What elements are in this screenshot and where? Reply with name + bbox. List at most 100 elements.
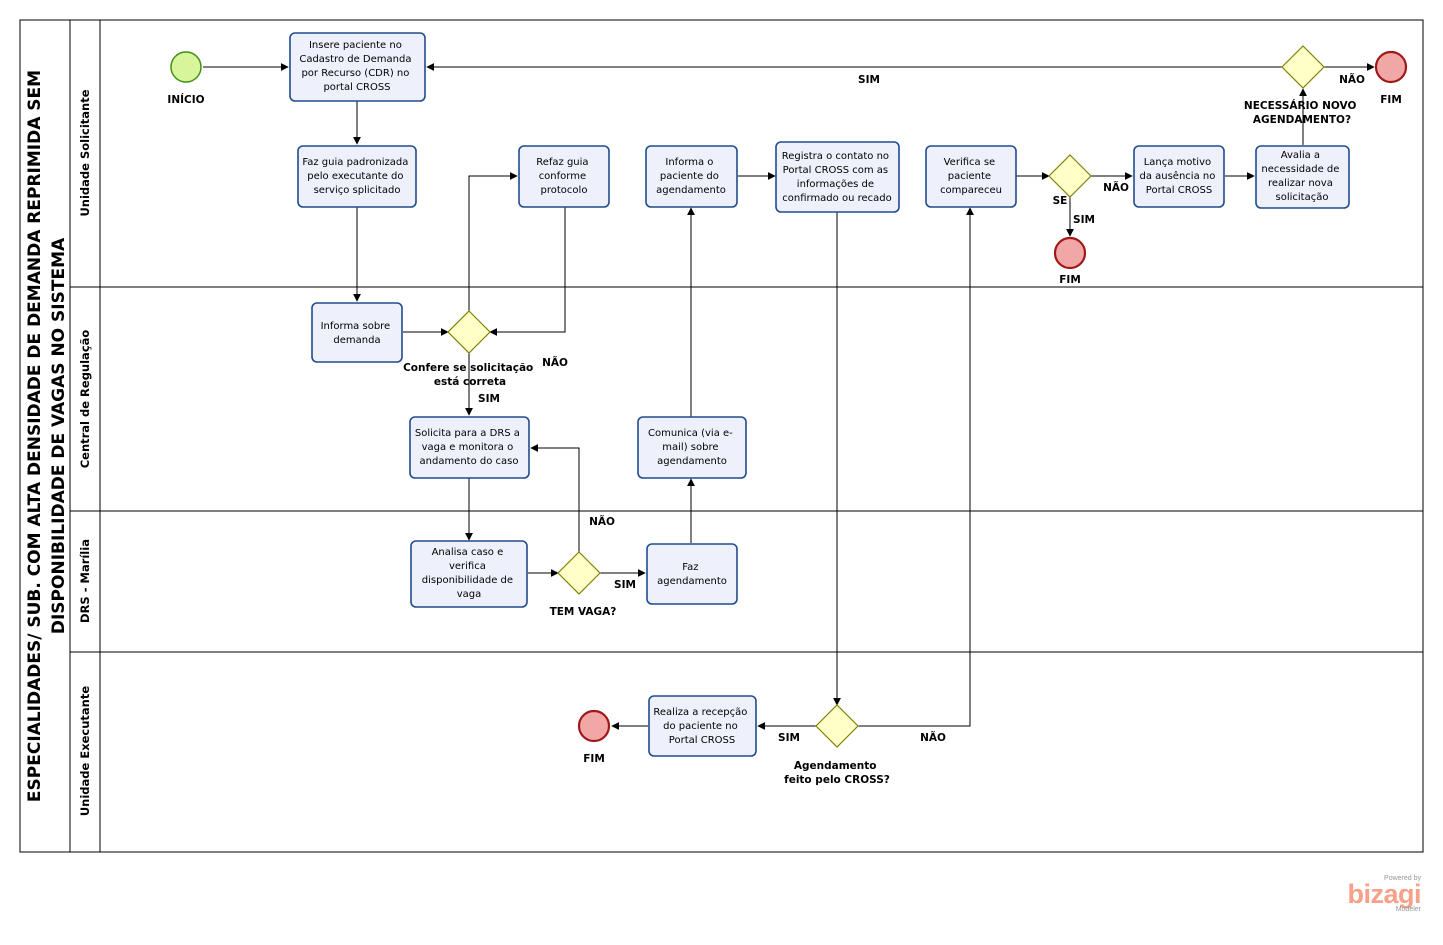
task-text-line: Realiza a recepção <box>653 707 747 718</box>
gateway-novo-agendamento-label: NECESSÁRIO NOVO AGENDAMENTO? <box>1244 99 1360 126</box>
task-text-line: Portal CROSS <box>669 735 735 746</box>
task-faz-guia: Faz guia padronizada pelo executante do … <box>297 145 417 208</box>
flow-label-nao-se: NÃO <box>1103 181 1129 194</box>
task-text-line: Portal CROSS com as <box>783 165 888 176</box>
gateway-confere-label: Confere se solicitação está correta <box>403 362 537 388</box>
bizagi-logo: bizagi <box>1347 879 1421 909</box>
task-text-line: protocolo <box>541 185 588 196</box>
lane-title-drs-marilia: DRS - Marília <box>78 539 92 623</box>
task-text-line: mail) sobre <box>662 442 718 453</box>
task-text-line: Comunica (via e- <box>648 428 733 439</box>
task-refaz-guia: Refaz guia conforme protocolo <box>518 145 610 208</box>
task-avalia-necessidade: Avalia a necessidade de realizar nova so… <box>1255 145 1350 209</box>
task-faz-agendamento: Faz agendamento <box>646 543 738 605</box>
start-event-label: INÍCIO <box>167 93 204 106</box>
task-text-line: Avalia a <box>1281 150 1320 161</box>
svg-text:Insere paciente no Cadas: Insere paciente no Cadastro de Demanda p… <box>299 40 414 93</box>
task-lanca-motivo: Lança motivo da ausência no Portal CROSS <box>1133 145 1225 208</box>
task-text-line: realizar nova <box>1268 178 1333 189</box>
task-text-line: paciente <box>948 171 991 182</box>
task-registra-contato: Registra o contato no Portal CROSS com a… <box>775 141 900 213</box>
sequence-flows <box>203 63 1375 730</box>
task-insere-paciente: Insere paciente no Cadastro de Demanda p… <box>289 32 426 102</box>
gateway-feito-cross-label-line: feito pelo CROSS? <box>784 774 890 786</box>
task-text-line: informações de <box>797 179 874 190</box>
task-text-line: demanda <box>333 335 380 346</box>
task-text-line: Refaz guia <box>536 157 588 168</box>
task-text-line: Faz guia padronizada <box>302 157 408 168</box>
task-text-line: andamento do caso <box>420 456 519 467</box>
flow-label-nao-confere: NÃO <box>542 356 568 369</box>
task-text-line: pelo executante do <box>307 171 403 182</box>
task-text-line: paciente do <box>660 171 719 182</box>
task-text-line: da ausência no <box>1139 170 1215 182</box>
flow-label-nao-top: NÃO <box>1339 73 1365 86</box>
task-text-line: solicitação <box>1276 192 1329 203</box>
task-text-line: do paciente no <box>663 721 738 732</box>
task-text-line: Verifica se <box>944 157 996 168</box>
end-event-top-right-label: FIM <box>1380 94 1402 106</box>
gateway-se-compareceu <box>1048 154 1092 198</box>
pool-title-line1: ESPECIALIDADES/ SUB. COM ALTA DENSIDADE … <box>25 70 45 802</box>
task-text-line: vaga <box>457 589 482 600</box>
lane-title-central-regulacao: Central de Regulação <box>78 330 92 469</box>
task-text-line: conforme <box>539 171 586 182</box>
svg-text:Verifica se paciente: Verifica se paciente compareceu <box>940 157 1002 196</box>
gateway-confere <box>447 310 491 354</box>
task-text-line: disponibilidade de <box>422 575 513 586</box>
task-text-line: Informa sobre <box>321 321 391 332</box>
flow-label-sim-vaga: SIM <box>614 579 636 591</box>
task-text-line: Solicita para a DRS a <box>415 428 520 439</box>
flow-label-sim-confere: SIM <box>478 393 500 405</box>
svg-text:Lança motivo da ausência: Lança motivo da ausência no Portal CROSS <box>1139 157 1218 196</box>
svg-text:Realiza a recepção do pa: Realiza a recepção do paciente no Portal… <box>653 707 750 746</box>
end-event-solicitante <box>1053 236 1087 270</box>
task-solicita-drs: Solicita para a DRS a vaga e monitora o … <box>409 416 530 479</box>
svg-text:Comunica (via e- mail): Comunica (via e- mail) sobre agendamento <box>648 428 736 467</box>
svg-text:Informa sobre demanda: Informa sobre demanda <box>321 321 394 346</box>
lane-title-unidade-solicitante: Unidade Solicitante <box>78 89 92 216</box>
end-event-solicitante-label: FIM <box>1059 274 1081 286</box>
end-event-executante <box>577 709 611 743</box>
flow-label-nao-cross: NÃO <box>920 731 946 744</box>
task-text-line: agendamento <box>657 576 727 587</box>
gateway-novo-agendamento <box>1281 45 1325 89</box>
task-text-line: Analisa caso e <box>432 547 504 558</box>
svg-text:Registra o contato no Po: Registra o contato no Portal CROSS com a… <box>782 151 893 204</box>
gateway-se-label: SE <box>1053 195 1068 207</box>
task-informa-paciente: Informa o paciente do agendamento <box>645 145 738 208</box>
task-analisa-caso: Analisa caso e verifica disponibilidade … <box>410 540 528 608</box>
gateway-feito-cross <box>815 704 859 748</box>
task-text-line: portal CROSS <box>323 82 390 93</box>
task-text-line: Insere paciente no <box>309 40 402 51</box>
task-realiza-recepcao: Realiza a recepção do paciente no Portal… <box>648 695 757 757</box>
gateway-novo-agendamento-label-line: AGENDAMENTO? <box>1253 114 1351 126</box>
gateway-confere-label-line: Confere se solicitação <box>403 362 533 374</box>
gateway-feito-cross-label: Agendamento feito pelo CROSS? <box>784 760 890 786</box>
task-text-line: Registra o contato no <box>782 151 889 162</box>
flow-label-sim-cross: SIM <box>778 732 800 744</box>
end-event-executante-label: FIM <box>583 753 605 765</box>
task-text-line: verifica <box>449 561 486 572</box>
svg-text:Solicita para a DRS a va: Solicita para a DRS a vaga e monitora o … <box>415 428 523 467</box>
task-text-line: por Recurso (CDR) no <box>301 68 409 79</box>
svg-text:Analisa caso e verifica: Analisa caso e verifica disponibilidade … <box>422 547 516 600</box>
svg-text:Faz guia padronizada pel: Faz guia padronizada pelo executante do … <box>302 157 411 196</box>
task-text-line: Informa o <box>665 157 713 168</box>
flow-label-sim-top: SIM <box>858 74 880 86</box>
task-text-line: agendamento <box>656 185 726 196</box>
flow-label-nao-vaga: NÃO <box>589 515 615 528</box>
watermark-powered: Powered by <box>1384 875 1421 882</box>
svg-text:Refaz guia conforme: Refaz guia conforme protocolo <box>536 157 592 196</box>
task-verifica-compareceu: Verifica se paciente compareceu <box>925 145 1017 208</box>
bizagi-watermark: Powered by bizagi Modeler <box>1347 875 1421 913</box>
flow-label-sim-se: SIM <box>1073 214 1095 226</box>
task-text-line: Lança motivo <box>1144 157 1211 168</box>
start-event <box>170 51 202 83</box>
gateway-tem-vaga-label: TEM VAGA? <box>550 606 617 618</box>
gateway-feito-cross-label-line: Agendamento <box>794 760 877 772</box>
task-text-line: compareceu <box>940 185 1002 196</box>
end-event-top-right <box>1374 50 1408 84</box>
svg-text:Faz agendamento: Faz agendamento <box>657 562 727 587</box>
